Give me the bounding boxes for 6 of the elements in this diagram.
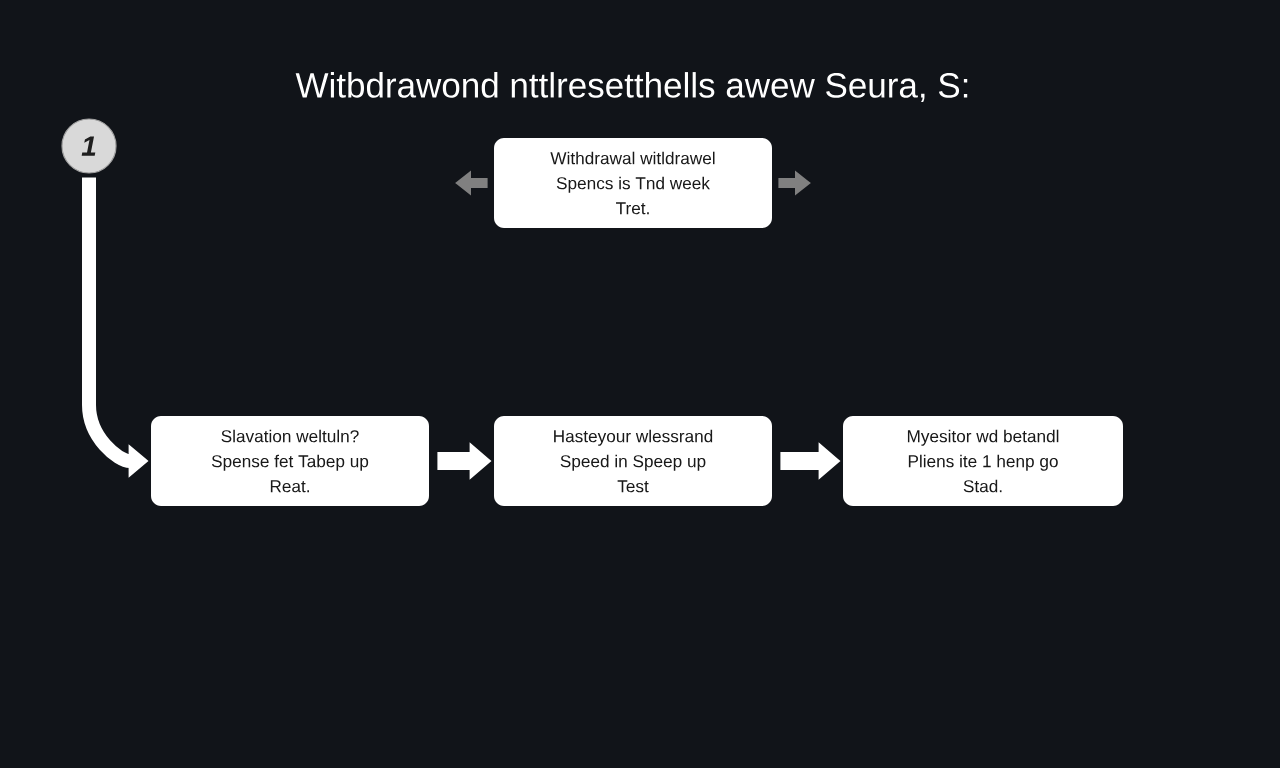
process-box: Slavation weltuln? Spense fet Tabep up Reat. <box>151 416 429 506</box>
process-box: Hasteyour wlessrand Speed in Speep up Test <box>494 416 772 506</box>
process-box: Withdrawal witldrawel Spencs is Tnd week Tret. <box>494 138 772 228</box>
number-badge: 1 <box>61 118 117 174</box>
process-box: Myesitor wd betandl Pliens ite 1 henp go Stad. <box>843 416 1123 506</box>
title: Witbdrawond nttlresetthells awew Seura, S: <box>295 72 968 102</box>
